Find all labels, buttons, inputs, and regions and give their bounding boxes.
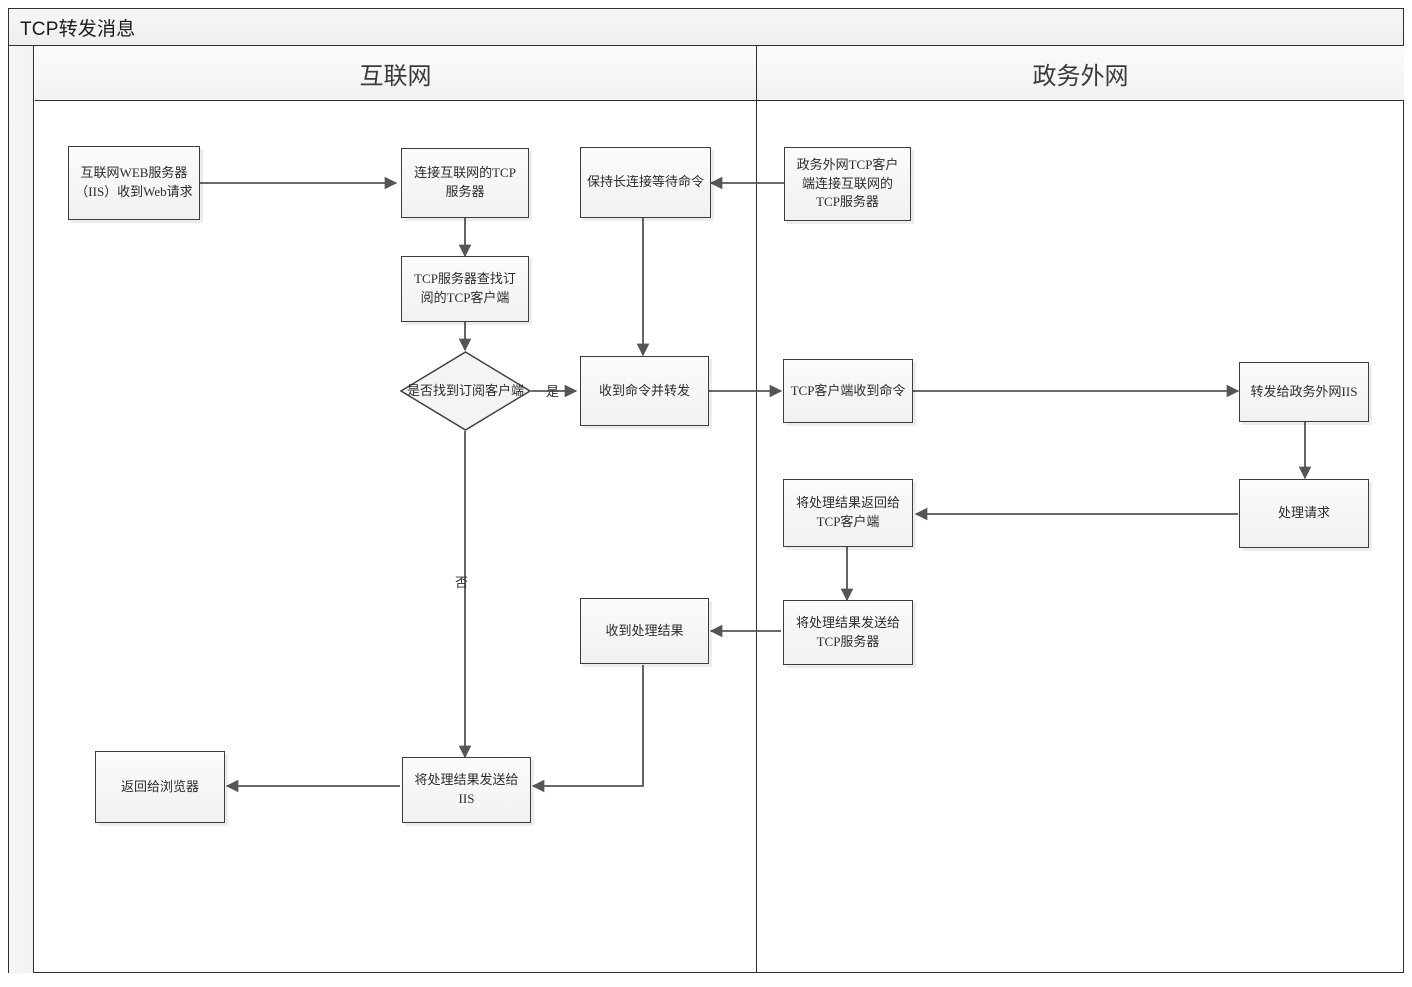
node-decision-found-client[interactable]: 是否找到订阅客户端 — [400, 351, 531, 431]
diagram-title: TCP转发消息 — [9, 9, 1403, 46]
node-keep-alive[interactable]: 保持长连接等待命令 — [580, 147, 711, 218]
node-connect-tcp[interactable]: 连接互联网的TCP服务器 — [401, 148, 529, 218]
lane-header-govnet: 政务外网 — [756, 46, 1404, 101]
node-connect-tcp-label: 连接互联网的TCP服务器 — [414, 165, 516, 199]
node-client-connect-label: 政务外网TCP客户端连接互联网的TCP服务器 — [796, 156, 899, 210]
lane-divider — [756, 101, 757, 973]
node-client-recv-label: TCP客户端收到命令 — [790, 382, 906, 398]
node-return-client[interactable]: 将处理结果返回给TCP客户端 — [783, 479, 913, 547]
node-return-browser-label: 返回给浏览器 — [120, 778, 199, 794]
edge-label-yes: 是 — [546, 384, 560, 399]
node-recv-result-label: 收到处理结果 — [605, 622, 684, 638]
node-find-client-label: TCP服务器查找订阅的TCP客户端 — [414, 271, 516, 305]
node-forward-iis[interactable]: 转发给政务外网IIS — [1239, 362, 1369, 422]
node-send-server-label: 将处理结果发送给TCP服务器 — [795, 614, 900, 649]
node-send-iis[interactable]: 将处理结果发送给IIS — [402, 757, 531, 823]
node-recv-result[interactable]: 收到处理结果 — [580, 598, 709, 664]
node-return-browser[interactable]: 返回给浏览器 — [95, 751, 225, 823]
node-keep-alive-label: 保持长连接等待命令 — [587, 174, 705, 190]
node-web-request-label: 互联网WEB服务器（IIS）收到Web请求 — [75, 165, 193, 199]
node-web-request[interactable]: 互联网WEB服务器（IIS）收到Web请求 — [68, 146, 200, 220]
decision-diamond-shape — [400, 351, 531, 431]
node-return-client-label: 将处理结果返回给TCP客户端 — [795, 495, 900, 529]
node-recv-forward[interactable]: 收到命令并转发 — [580, 356, 709, 426]
node-handle-request[interactable]: 处理请求 — [1239, 479, 1369, 548]
pool-side-band — [9, 46, 34, 973]
node-send-server[interactable]: 将处理结果发送给TCP服务器 — [783, 600, 913, 665]
edge-label-no: 否 — [455, 575, 469, 590]
node-recv-forward-label: 收到命令并转发 — [598, 382, 690, 398]
node-handle-request-label: 处理请求 — [1277, 505, 1330, 521]
node-client-connect[interactable]: 政务外网TCP客户端连接互联网的TCP服务器 — [784, 147, 911, 221]
node-client-recv[interactable]: TCP客户端收到命令 — [783, 359, 913, 423]
lane-header-internet: 互联网 — [35, 46, 756, 101]
node-forward-iis-label: 转发给政务外网IIS — [1250, 383, 1358, 399]
node-send-iis-label: 将处理结果发送给IIS — [414, 772, 519, 806]
node-find-client[interactable]: TCP服务器查找订阅的TCP客户端 — [401, 256, 529, 322]
